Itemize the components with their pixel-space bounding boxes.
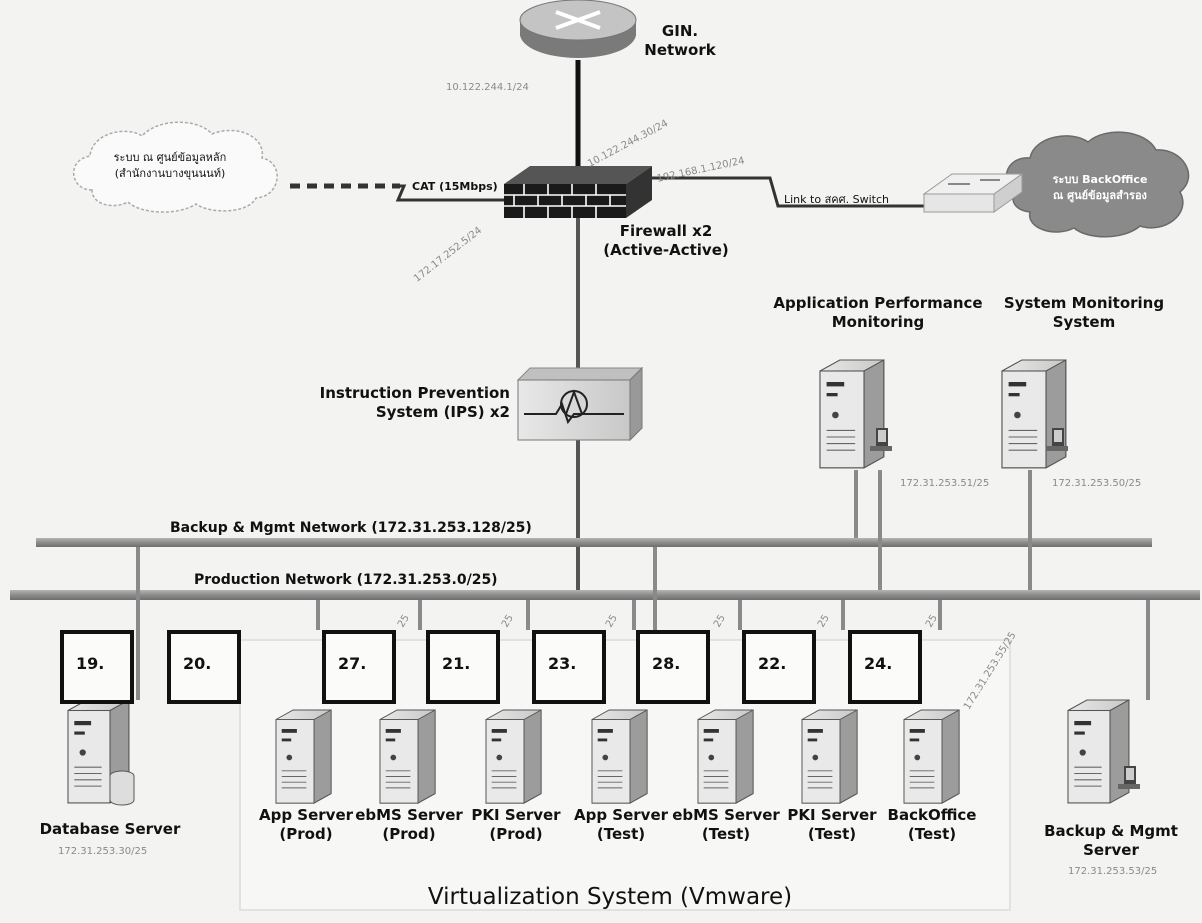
backup-mgmt-server-label: Backup & Mgmt Server (1036, 822, 1186, 860)
pki-server-prod-label: PKI Server (Prod) (468, 806, 564, 844)
vm-box-number: 22. (758, 654, 787, 673)
server-label-line2: (Test) (596, 825, 646, 843)
cloud-left-line1: ระบบ ณ ศูนย์ข้อมูลหลัก (113, 151, 227, 164)
vm-box-number: 23. (548, 654, 577, 673)
apm-server-icon (819, 359, 885, 469)
app-server-prod-icon (275, 709, 332, 804)
sms-server-icon (1001, 359, 1067, 469)
switch-link-label: Link to สคศ. Switch (784, 193, 889, 206)
ebms-server-prod-icon (379, 709, 436, 804)
server-label-line2: (Test) (701, 825, 751, 843)
vm-box-21: 21. (426, 630, 500, 704)
app-server-prod-label: App Server (Prod) (254, 806, 358, 844)
switch-icon (922, 173, 1024, 213)
pki-server-test-label: PKI Server (Test) (784, 806, 880, 844)
pki-server-prod-icon (485, 709, 542, 804)
sms-label: System Monitoring System (994, 294, 1174, 332)
cloud-backoffice-backup-label: ระบบ BackOffice ณ ศูนย์ข้อมูลสำรอง (1020, 172, 1180, 204)
vm-box-19: 19. (60, 630, 134, 704)
vm-box-number: 27. (338, 654, 367, 673)
ebms-server-prod-label: ebMS Server (Prod) (355, 806, 463, 844)
ips-icon (516, 366, 644, 442)
server-label-line1: PKI Server (471, 806, 561, 824)
server-label-line2: Server (1083, 841, 1139, 859)
database-server-label: Database Server (30, 820, 190, 839)
server-label-line2: (Prod) (279, 825, 333, 843)
vm-box-number: 19. (76, 654, 105, 673)
cloud-main-datacenter-label: ระบบ ณ ศูนย์ข้อมูลหลัก (สำนักงานบางขุนนน… (70, 150, 270, 182)
server-label-line1: App Server (573, 806, 669, 824)
backup-mgmt-network-bar (36, 538, 1152, 547)
production-network-label: Production Network (172.31.253.0/25) (194, 572, 498, 588)
vm-box-27: 27. (322, 630, 396, 704)
server-label-line1: BackOffice (887, 806, 977, 824)
gin-label-line2: Network (644, 41, 716, 59)
vm-box-number: 21. (442, 654, 471, 673)
cloud-right-line1: ระบบ BackOffice (1052, 173, 1148, 186)
apm-label: Application Performance Monitoring (768, 294, 988, 332)
router-icon (519, 0, 637, 58)
server-label-line2: (Prod) (382, 825, 436, 843)
cloud-right-line2: ณ ศูนย์ข้อมูลสำรอง (1053, 189, 1147, 202)
database-server-icon (67, 699, 135, 806)
vm-box-number: 24. (864, 654, 893, 673)
firewall-label-line2: (Active-Active) (603, 241, 729, 259)
sms-label-line2: System (1052, 313, 1116, 331)
vm-box-number: 20. (183, 654, 212, 673)
vm-box-20: 20. (167, 630, 241, 704)
server-label-line2: (Prod) (489, 825, 543, 843)
pki-server-test-icon (801, 709, 858, 804)
firewall-icon (504, 166, 652, 218)
apm-label-line2: Monitoring (831, 313, 925, 331)
ips-label-line2: System (IPS) x2 (375, 403, 510, 421)
app-server-test-label: App Server (Test) (569, 806, 673, 844)
virtualization-title: Virtualization System (Vmware) (427, 884, 793, 910)
cloud-backoffice-backup (1005, 131, 1190, 238)
apm-label-line1: Application Performance (773, 294, 983, 312)
server-label-line2: (Test) (907, 825, 957, 843)
backoffice-test-label: BackOffice (Test) (880, 806, 984, 844)
vm-box-22: 22. (742, 630, 816, 704)
gin-label-line1: GIN. (661, 22, 699, 40)
vm-box-23: 23. (532, 630, 606, 704)
database-server-ip: 172.31.253.30/25 (58, 846, 148, 857)
cloud-left-line2: (สำนักงานบางขุนนนท์) (114, 167, 226, 180)
sms-label-line1: System Monitoring (1003, 294, 1165, 312)
sms-ip: 172.31.253.50/25 (1052, 478, 1142, 489)
server-label-line1: ebMS Server (672, 806, 780, 824)
backup-network-label: Backup & Mgmt Network (172.31.253.128/25… (170, 520, 532, 536)
ebms-server-test-icon (697, 709, 754, 804)
app-server-test-icon (591, 709, 648, 804)
server-label-line1: Backup & Mgmt (1044, 822, 1178, 840)
vm-box-24: 24. (848, 630, 922, 704)
cat-link-label: CAT (15Mbps) (412, 180, 498, 193)
server-label-line1: App Server (258, 806, 354, 824)
server-label-line1: Database Server (39, 820, 181, 838)
server-label-line1: PKI Server (787, 806, 877, 824)
ebms-server-test-label: ebMS Server (Test) (672, 806, 780, 844)
apm-ip: 172.31.253.51/25 (900, 478, 990, 489)
backup-mgmt-server-ip: 172.31.253.53/25 (1068, 866, 1158, 877)
backoffice-server-test-icon (903, 709, 960, 804)
vm-box-number: 28. (652, 654, 681, 673)
gin-ip: 10.122.244.1/24 (446, 82, 529, 93)
ips-label-line1: Instruction Prevention (319, 384, 510, 402)
firewall-label: Firewall x2 (Active-Active) (596, 222, 736, 260)
production-network-bar (10, 590, 1200, 600)
ips-label: Instruction Prevention System (IPS) x2 (300, 384, 510, 422)
server-label-line2: (Test) (807, 825, 857, 843)
cloud-main-datacenter (72, 121, 278, 213)
vm-box-28: 28. (636, 630, 710, 704)
server-label-line1: ebMS Server (355, 806, 463, 824)
firewall-label-line1: Firewall x2 (619, 222, 713, 240)
gin-network-label: GIN. Network (640, 22, 720, 60)
